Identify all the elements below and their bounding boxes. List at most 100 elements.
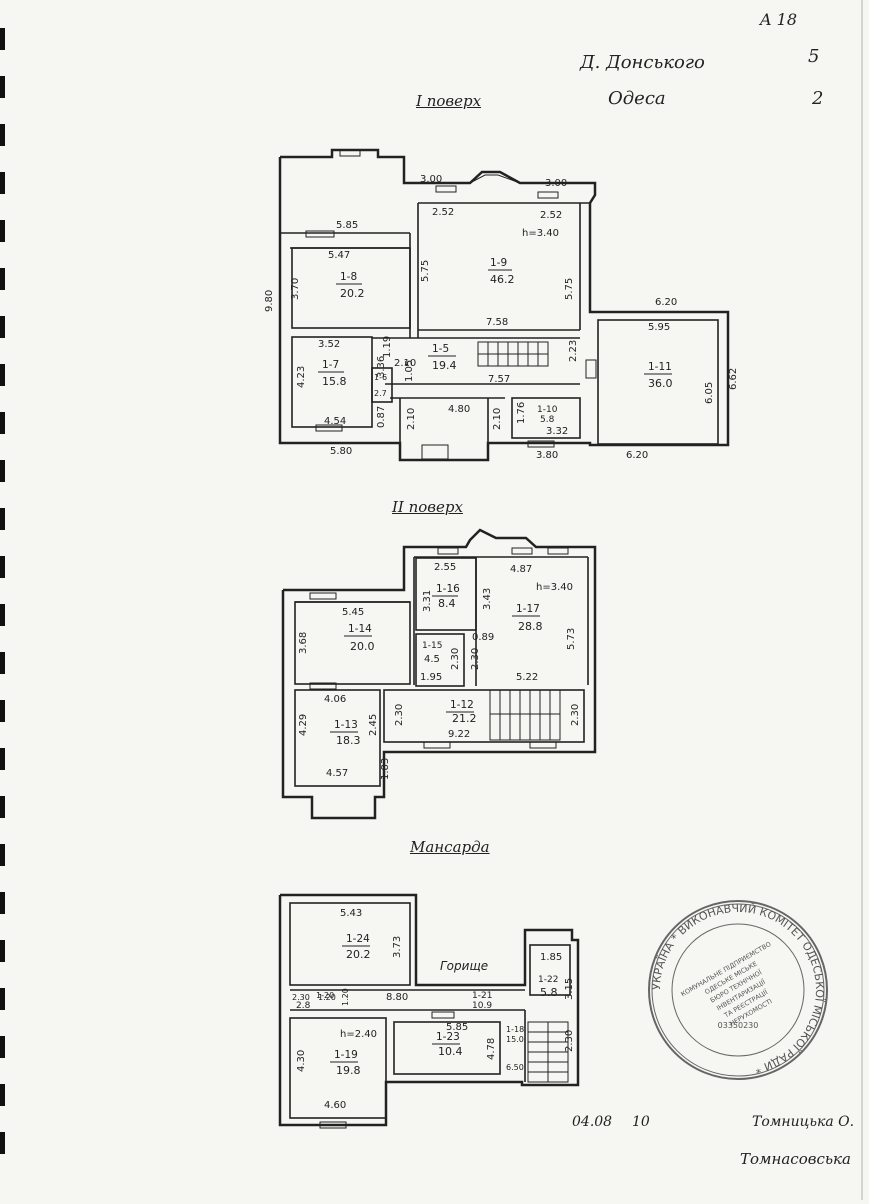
room-1-24-id: 1-24 bbox=[346, 933, 370, 945]
svg-text:4.06: 4.06 bbox=[324, 694, 346, 705]
svg-text:3.00: 3.00 bbox=[545, 178, 567, 189]
svg-text:h=2.40: h=2.40 bbox=[340, 1029, 377, 1040]
svg-text:1.85: 1.85 bbox=[540, 952, 562, 963]
room-1-5-area: 19.4 bbox=[432, 359, 457, 372]
svg-text:4.23: 4.23 bbox=[296, 366, 307, 388]
svg-text:2.30: 2.30 bbox=[394, 704, 405, 726]
attic-title: Мансарда bbox=[410, 838, 490, 856]
room-1-5-id: 1-5 bbox=[432, 343, 449, 355]
svg-text:3.73: 3.73 bbox=[392, 936, 403, 958]
city-label: Одеса bbox=[608, 88, 666, 109]
room-1-22-id: 1-22 bbox=[538, 975, 558, 985]
svg-text:3.32: 3.32 bbox=[546, 426, 568, 437]
svg-text:2.30: 2.30 bbox=[564, 1030, 575, 1052]
room-1-13-area: 18.3 bbox=[336, 734, 361, 747]
svg-text:h=3.40: h=3.40 bbox=[522, 228, 559, 239]
room-1-19-area: 19.8 bbox=[336, 1064, 361, 1077]
floor1-plan: 1-9 46.2 1-8 20.2 1-7 15.8 1-5 19.4 1-6 … bbox=[264, 148, 739, 462]
room-1-22-area: 5.8 bbox=[540, 986, 558, 999]
svg-text:3.00: 3.00 bbox=[420, 174, 442, 185]
room-1-11-id: 1-11 bbox=[648, 361, 672, 373]
room-1-16-area: 8.4 bbox=[438, 597, 456, 610]
svg-text:9.80: 9.80 bbox=[264, 290, 275, 312]
svg-text:3.68: 3.68 bbox=[298, 632, 309, 654]
street-number: 5 bbox=[808, 46, 820, 67]
svg-text:1.20: 1.20 bbox=[341, 988, 350, 1006]
svg-text:2.23: 2.23 bbox=[568, 340, 579, 362]
svg-text:2.30: 2.30 bbox=[450, 648, 461, 670]
room-1-8-id: 1-8 bbox=[340, 271, 357, 283]
room-1-11-area: 36.0 bbox=[648, 377, 673, 390]
street-label: Д. Донського bbox=[580, 52, 705, 73]
room-1-9-id: 1-9 bbox=[490, 257, 507, 269]
room-1-19-id: 1-19 bbox=[334, 1049, 358, 1061]
footer-year: 10 bbox=[632, 1114, 650, 1130]
room-1-7-id: 1-7 bbox=[322, 359, 339, 371]
room-1-13-id: 1-13 bbox=[334, 719, 358, 731]
attic-plan: 1-24 20.2 1-22 5.8 1-21 10.9 1-20 2.8 1-… bbox=[278, 893, 580, 1129]
svg-text:5.43: 5.43 bbox=[340, 908, 362, 919]
room-1-15-area: 4.5 bbox=[424, 654, 440, 665]
svg-text:4.54: 4.54 bbox=[324, 416, 346, 427]
svg-text:3.70: 3.70 bbox=[290, 278, 301, 300]
signature-2: Томнасовська bbox=[740, 1150, 851, 1168]
svg-text:3.80: 3.80 bbox=[536, 450, 558, 461]
svg-text:2.10: 2.10 bbox=[406, 408, 417, 430]
svg-text:4.80: 4.80 bbox=[448, 404, 470, 415]
room-1-17-id: 1-17 bbox=[516, 603, 540, 615]
svg-text:8.80: 8.80 bbox=[386, 992, 408, 1003]
svg-text:5.80: 5.80 bbox=[330, 446, 352, 457]
svg-text:2.52: 2.52 bbox=[432, 207, 454, 218]
room-1-23-area: 10.4 bbox=[438, 1045, 463, 1058]
svg-text:2.55: 2.55 bbox=[434, 562, 456, 573]
svg-text:2.30: 2.30 bbox=[470, 648, 481, 670]
svg-text:3.52: 3.52 bbox=[318, 339, 340, 350]
svg-text:5.75: 5.75 bbox=[420, 260, 431, 282]
svg-text:h=3.40: h=3.40 bbox=[536, 582, 573, 593]
svg-text:0.87: 0.87 bbox=[376, 406, 387, 428]
svg-text:4.87: 4.87 bbox=[510, 564, 532, 575]
room-1-20-area: 2.8 bbox=[296, 1001, 311, 1011]
svg-text:5.95: 5.95 bbox=[648, 322, 670, 333]
svg-text:2.30: 2.30 bbox=[570, 704, 581, 726]
svg-text:5.85: 5.85 bbox=[446, 1022, 468, 1033]
room-1-7-area: 15.8 bbox=[322, 375, 347, 388]
svg-text:5.22: 5.22 bbox=[516, 672, 538, 683]
svg-text:4.29: 4.29 bbox=[298, 714, 309, 736]
svg-text:2.52: 2.52 bbox=[540, 210, 562, 221]
svg-text:9.22: 9.22 bbox=[448, 729, 470, 740]
signature-1: Томницька О. bbox=[752, 1114, 855, 1130]
room-1-6-id: 1-6 bbox=[374, 373, 387, 382]
room-1-9-area: 46.2 bbox=[490, 273, 515, 286]
svg-text:1.20: 1.20 bbox=[318, 993, 336, 1002]
svg-text:2.45: 2.45 bbox=[368, 714, 379, 736]
svg-text:4.57: 4.57 bbox=[326, 768, 348, 779]
svg-text:5.75: 5.75 bbox=[564, 278, 575, 300]
room-1-23-id: 1-23 bbox=[436, 1031, 460, 1043]
room-1-14-id: 1-14 bbox=[348, 623, 372, 635]
room-1-10-id: 1-10 bbox=[537, 405, 558, 415]
svg-text:6.50: 6.50 bbox=[506, 1063, 524, 1072]
svg-text:3.36: 3.36 bbox=[376, 356, 387, 378]
official-seal: УКРАЇНА * ВИКОНАВЧИЙ КОМІТЕТ ОДЕСЬКОЇ МІ… bbox=[648, 900, 828, 1080]
room-1-12-area: 21.2 bbox=[452, 712, 477, 725]
room-1-6-area: 2.7 bbox=[374, 389, 387, 398]
svg-text:3.31: 3.31 bbox=[422, 590, 433, 612]
svg-text:1.83: 1.83 bbox=[380, 758, 391, 780]
svg-text:4.30: 4.30 bbox=[296, 1050, 307, 1072]
binder-margin bbox=[0, 0, 14, 1200]
room-1-21-id: 1-21 bbox=[472, 991, 492, 1001]
room-1-14-area: 20.0 bbox=[350, 640, 375, 653]
room-1-21-area: 10.9 bbox=[472, 1001, 492, 1011]
page-edge bbox=[861, 0, 863, 1200]
room-1-12-id: 1-12 bbox=[450, 699, 474, 711]
room-1-18-area: 15.0 bbox=[506, 1035, 524, 1044]
svg-text:6.20: 6.20 bbox=[655, 297, 677, 308]
svg-text:1.76: 1.76 bbox=[516, 402, 527, 424]
svg-text:6.20: 6.20 bbox=[626, 450, 648, 461]
svg-text:7.57: 7.57 bbox=[488, 374, 510, 385]
svg-text:1.95: 1.95 bbox=[420, 672, 442, 683]
svg-text:5.85: 5.85 bbox=[336, 220, 358, 231]
room-1-15-id: 1-15 bbox=[422, 641, 442, 651]
room-1-16-id: 1-16 bbox=[436, 583, 460, 595]
